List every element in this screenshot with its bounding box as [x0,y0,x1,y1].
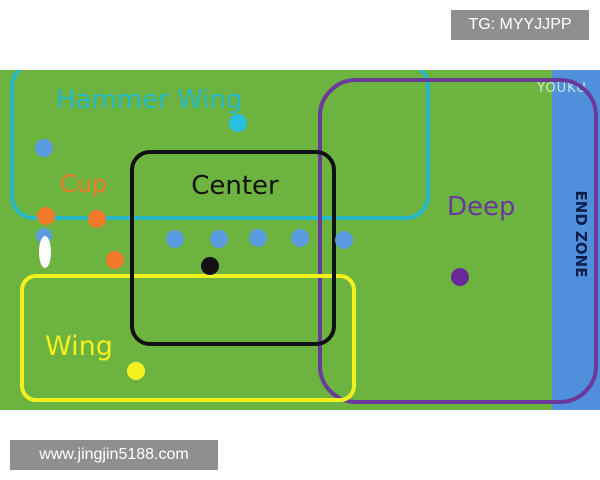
disc [39,236,51,268]
player-blue [291,229,309,247]
player-purple [451,268,469,286]
player-blue [335,231,353,249]
watermark-top: TG: MYYJJPP [451,10,589,40]
youku-logo: YOUKU [536,81,587,96]
center-zone [130,150,336,346]
player-orange [37,207,55,225]
watermark-bottom: www.jingjin5188.com [10,440,218,470]
player-black [201,257,219,275]
player-blue [210,230,228,248]
wing-zone [20,274,356,402]
player-blue [229,114,247,132]
end-zone-strip [552,70,600,410]
player-yellow [127,362,145,380]
hammer-wing-label: Hammer Wing [56,85,242,115]
player-orange [88,210,106,228]
player-blue [166,230,184,248]
field-diagram: YOUKU Hammer Wing Deep Wing Center Cup E… [0,70,600,410]
hammer-wing-zone [10,70,430,220]
wing-label: Wing [45,331,113,362]
player-blue [35,139,53,157]
center-label: Center [191,171,279,201]
cup-label: Cup [60,170,107,198]
end-zone-label: END ZONE [572,191,590,278]
deep-label: Deep [447,192,516,222]
player-orange [106,251,124,269]
player-blue [249,229,267,247]
deep-zone [318,78,598,404]
